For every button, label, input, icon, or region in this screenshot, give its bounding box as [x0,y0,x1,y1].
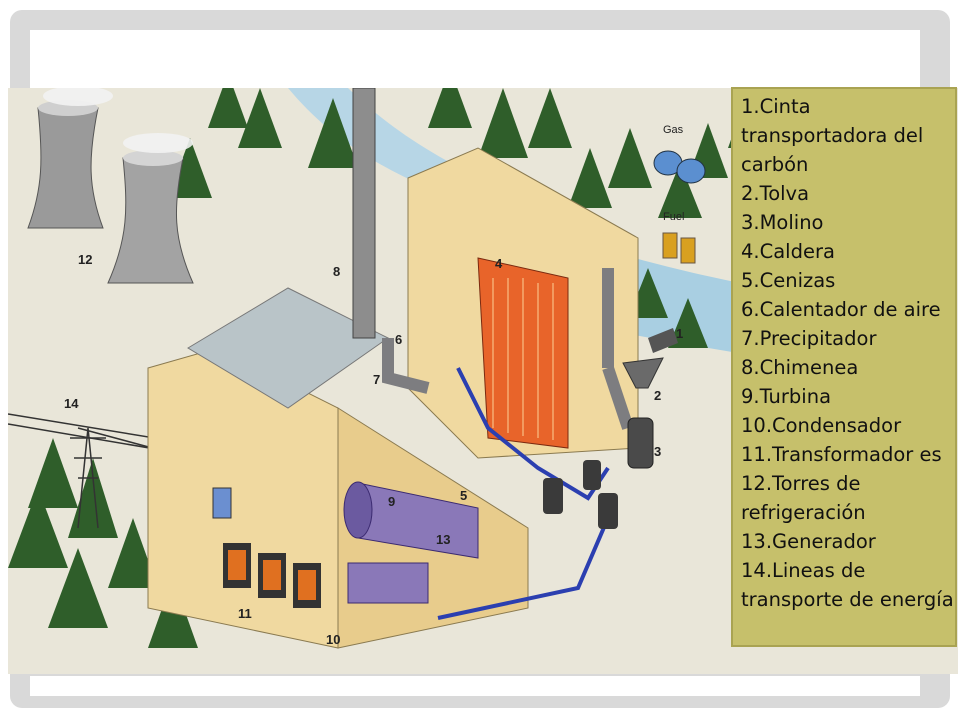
fuel-tanks [653,150,706,264]
label-13: 13 [436,532,450,547]
label-5: 5 [460,488,467,503]
label-14: 14 [64,396,79,411]
slide-top-band [30,30,920,88]
legend-item: 13.Generador [741,530,876,553]
label-4: 4 [495,256,503,271]
legend-item: 6.Calentador de aire [741,298,941,321]
legend-box [731,87,957,647]
gas-label: Gas [663,124,684,136]
legend-item: 9.Turbina [741,385,832,408]
label-2: 2 [654,388,661,403]
label-12: 12 [78,252,92,267]
label-8: 8 [333,264,340,279]
legend-item: 11.Transformador es [741,443,942,466]
air-ducts [382,268,634,430]
pumps [543,460,618,529]
transformers [223,543,321,608]
label-10: 10 [326,632,340,647]
legend-item: 14.Lineas de transporte de energía [741,559,954,611]
legend-item: 4.Caldera [741,240,835,263]
legend-item: 3.Molino [741,211,824,234]
legend-item: 2.Tolva [741,182,810,205]
label-6: 6 [395,332,402,347]
legend-item: 8.Chimenea [741,356,859,379]
legend-item: 10.Condensador [741,414,902,437]
turbine-generator [343,481,479,604]
hopper-mill [622,328,678,469]
label-1: 1 [676,326,683,341]
fuel-label: Fuel [663,211,684,223]
legend-list: 1.Cinta transportadora del carbón 2.Tolv… [741,92,956,614]
label-11: 11 [238,606,252,621]
legend-item: 7.Precipitador [741,327,877,350]
legend-item: 1.Cinta transportadora del carbón [741,95,924,176]
slide-bottom-band [30,676,920,696]
label-3: 3 [654,444,661,459]
label-7: 7 [373,372,380,387]
cooling-towers [27,88,194,284]
chimney [352,88,376,339]
label-9: 9 [388,494,395,509]
legend-item: 12.Torres de refrigeración [741,472,866,524]
legend-item: 5.Cenizas [741,269,836,292]
